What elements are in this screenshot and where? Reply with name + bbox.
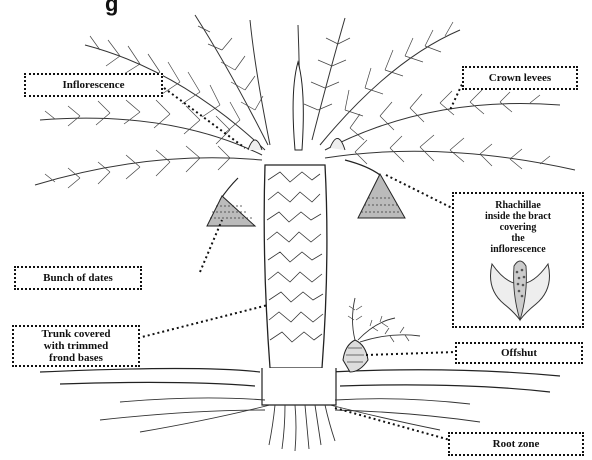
label-root-zone: Root zone: [448, 432, 584, 456]
label-inflorescence: Inflorescence: [24, 73, 163, 97]
trunk-base: [262, 368, 336, 405]
label-trunk: Trunk covered with trimmed frond bases: [12, 325, 140, 367]
spear-leaf: [293, 62, 303, 150]
left-date-bunch: [207, 196, 255, 226]
right-date-bunch: [358, 174, 405, 218]
label-offshoot: Offshut: [455, 342, 583, 364]
fronds-left: [35, 15, 270, 185]
roots: [100, 398, 480, 451]
bract-inflorescence-illustration: [482, 254, 558, 324]
leaflets-left: [45, 26, 263, 188]
label-rhachillae-line-2: inside the bract: [454, 211, 582, 222]
right-bunch-stalk: [345, 160, 380, 175]
label-rhachillae-line-1: Rhachillae: [454, 200, 582, 211]
offshoot-plant: [343, 298, 420, 372]
label-bunch-of-dates: Bunch of dates: [14, 266, 142, 290]
label-rhachillae-line-4: the: [454, 233, 582, 244]
label-rhachillae: Rhachillae inside the bract covering the…: [454, 200, 582, 255]
label-trunk-line-3: frond bases: [49, 352, 103, 364]
label-rhachillae-line-3: covering: [454, 222, 582, 233]
label-trunk-line-1: Trunk covered: [42, 328, 111, 340]
label-trunk-line-2: with trimmed: [44, 340, 108, 352]
rhachillae-callout: Rhachillae inside the bract covering the…: [452, 192, 584, 328]
label-crown-leaves: Crown levees: [462, 66, 578, 90]
